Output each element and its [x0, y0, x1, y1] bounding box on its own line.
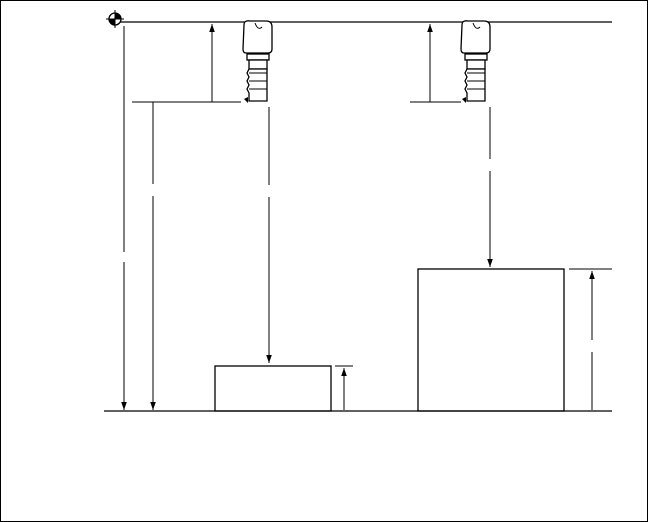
- end-mill-tool-icon: [460, 20, 491, 103]
- short-workpiece-block: [214, 365, 332, 412]
- tall-workpiece-block: [417, 268, 565, 412]
- end-mill-tool-icon: [242, 20, 273, 103]
- machine-zero-icon: [106, 10, 124, 28]
